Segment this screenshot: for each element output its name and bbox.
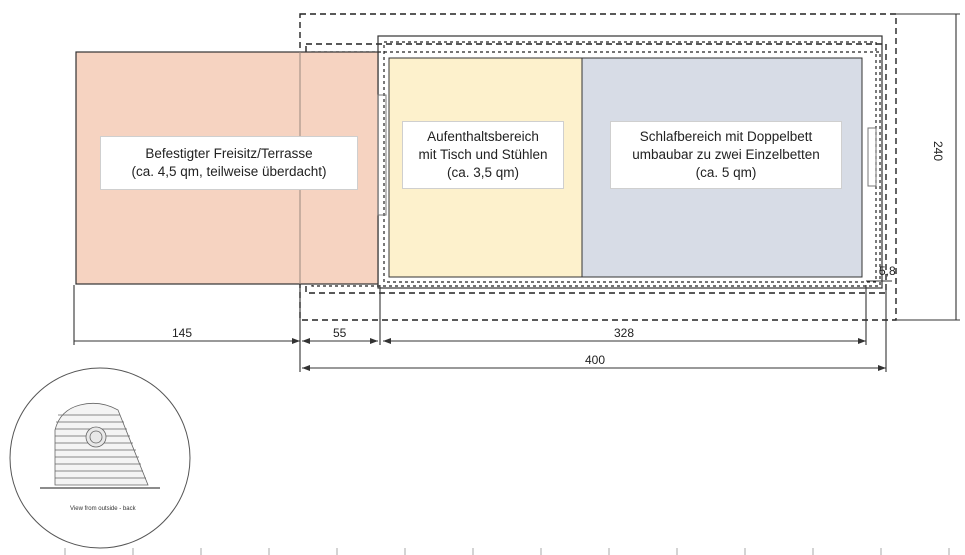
- pod-back-illustration: [40, 402, 160, 489]
- living-label: Aufenthaltsbereich mit Tisch und Stühlen…: [402, 121, 564, 189]
- terrace-label-text: Befestigter Freisitz/Terrasse (ca. 4,5 q…: [131, 146, 327, 179]
- door-frame: [377, 94, 387, 216]
- inset-view: [9, 367, 191, 549]
- inset-caption: View from outside - back: [70, 506, 136, 512]
- arrow: [302, 365, 310, 371]
- arrow: [878, 365, 886, 371]
- dim-entry-gap: 55: [333, 326, 347, 340]
- sleeping-label: Schlafbereich mit Doppelbett umbaubar zu…: [610, 121, 842, 189]
- dim-total-width: 240: [931, 140, 946, 162]
- pod-outline-inner: [311, 51, 881, 287]
- arrow: [370, 338, 378, 344]
- terrace-label: Befestigter Freisitz/Terrasse (ca. 4,5 q…: [100, 136, 358, 190]
- dim-interior-length: 328: [614, 326, 635, 340]
- dim-wall-thickness: 5,8: [879, 264, 896, 278]
- sleeping-label-text: Schlafbereich mit Doppelbett umbaubar zu…: [632, 129, 820, 180]
- arrow: [858, 338, 866, 344]
- dim-terrace-width: 145: [172, 326, 193, 340]
- bottom-ruler: [64, 548, 950, 555]
- arrow: [383, 338, 391, 344]
- arrow: [302, 338, 310, 344]
- window-frame: [867, 127, 877, 187]
- living-label-text: Aufenthaltsbereich mit Tisch und Stühlen…: [418, 129, 548, 180]
- dim-total-length: 400: [585, 353, 606, 367]
- arrow: [292, 338, 300, 344]
